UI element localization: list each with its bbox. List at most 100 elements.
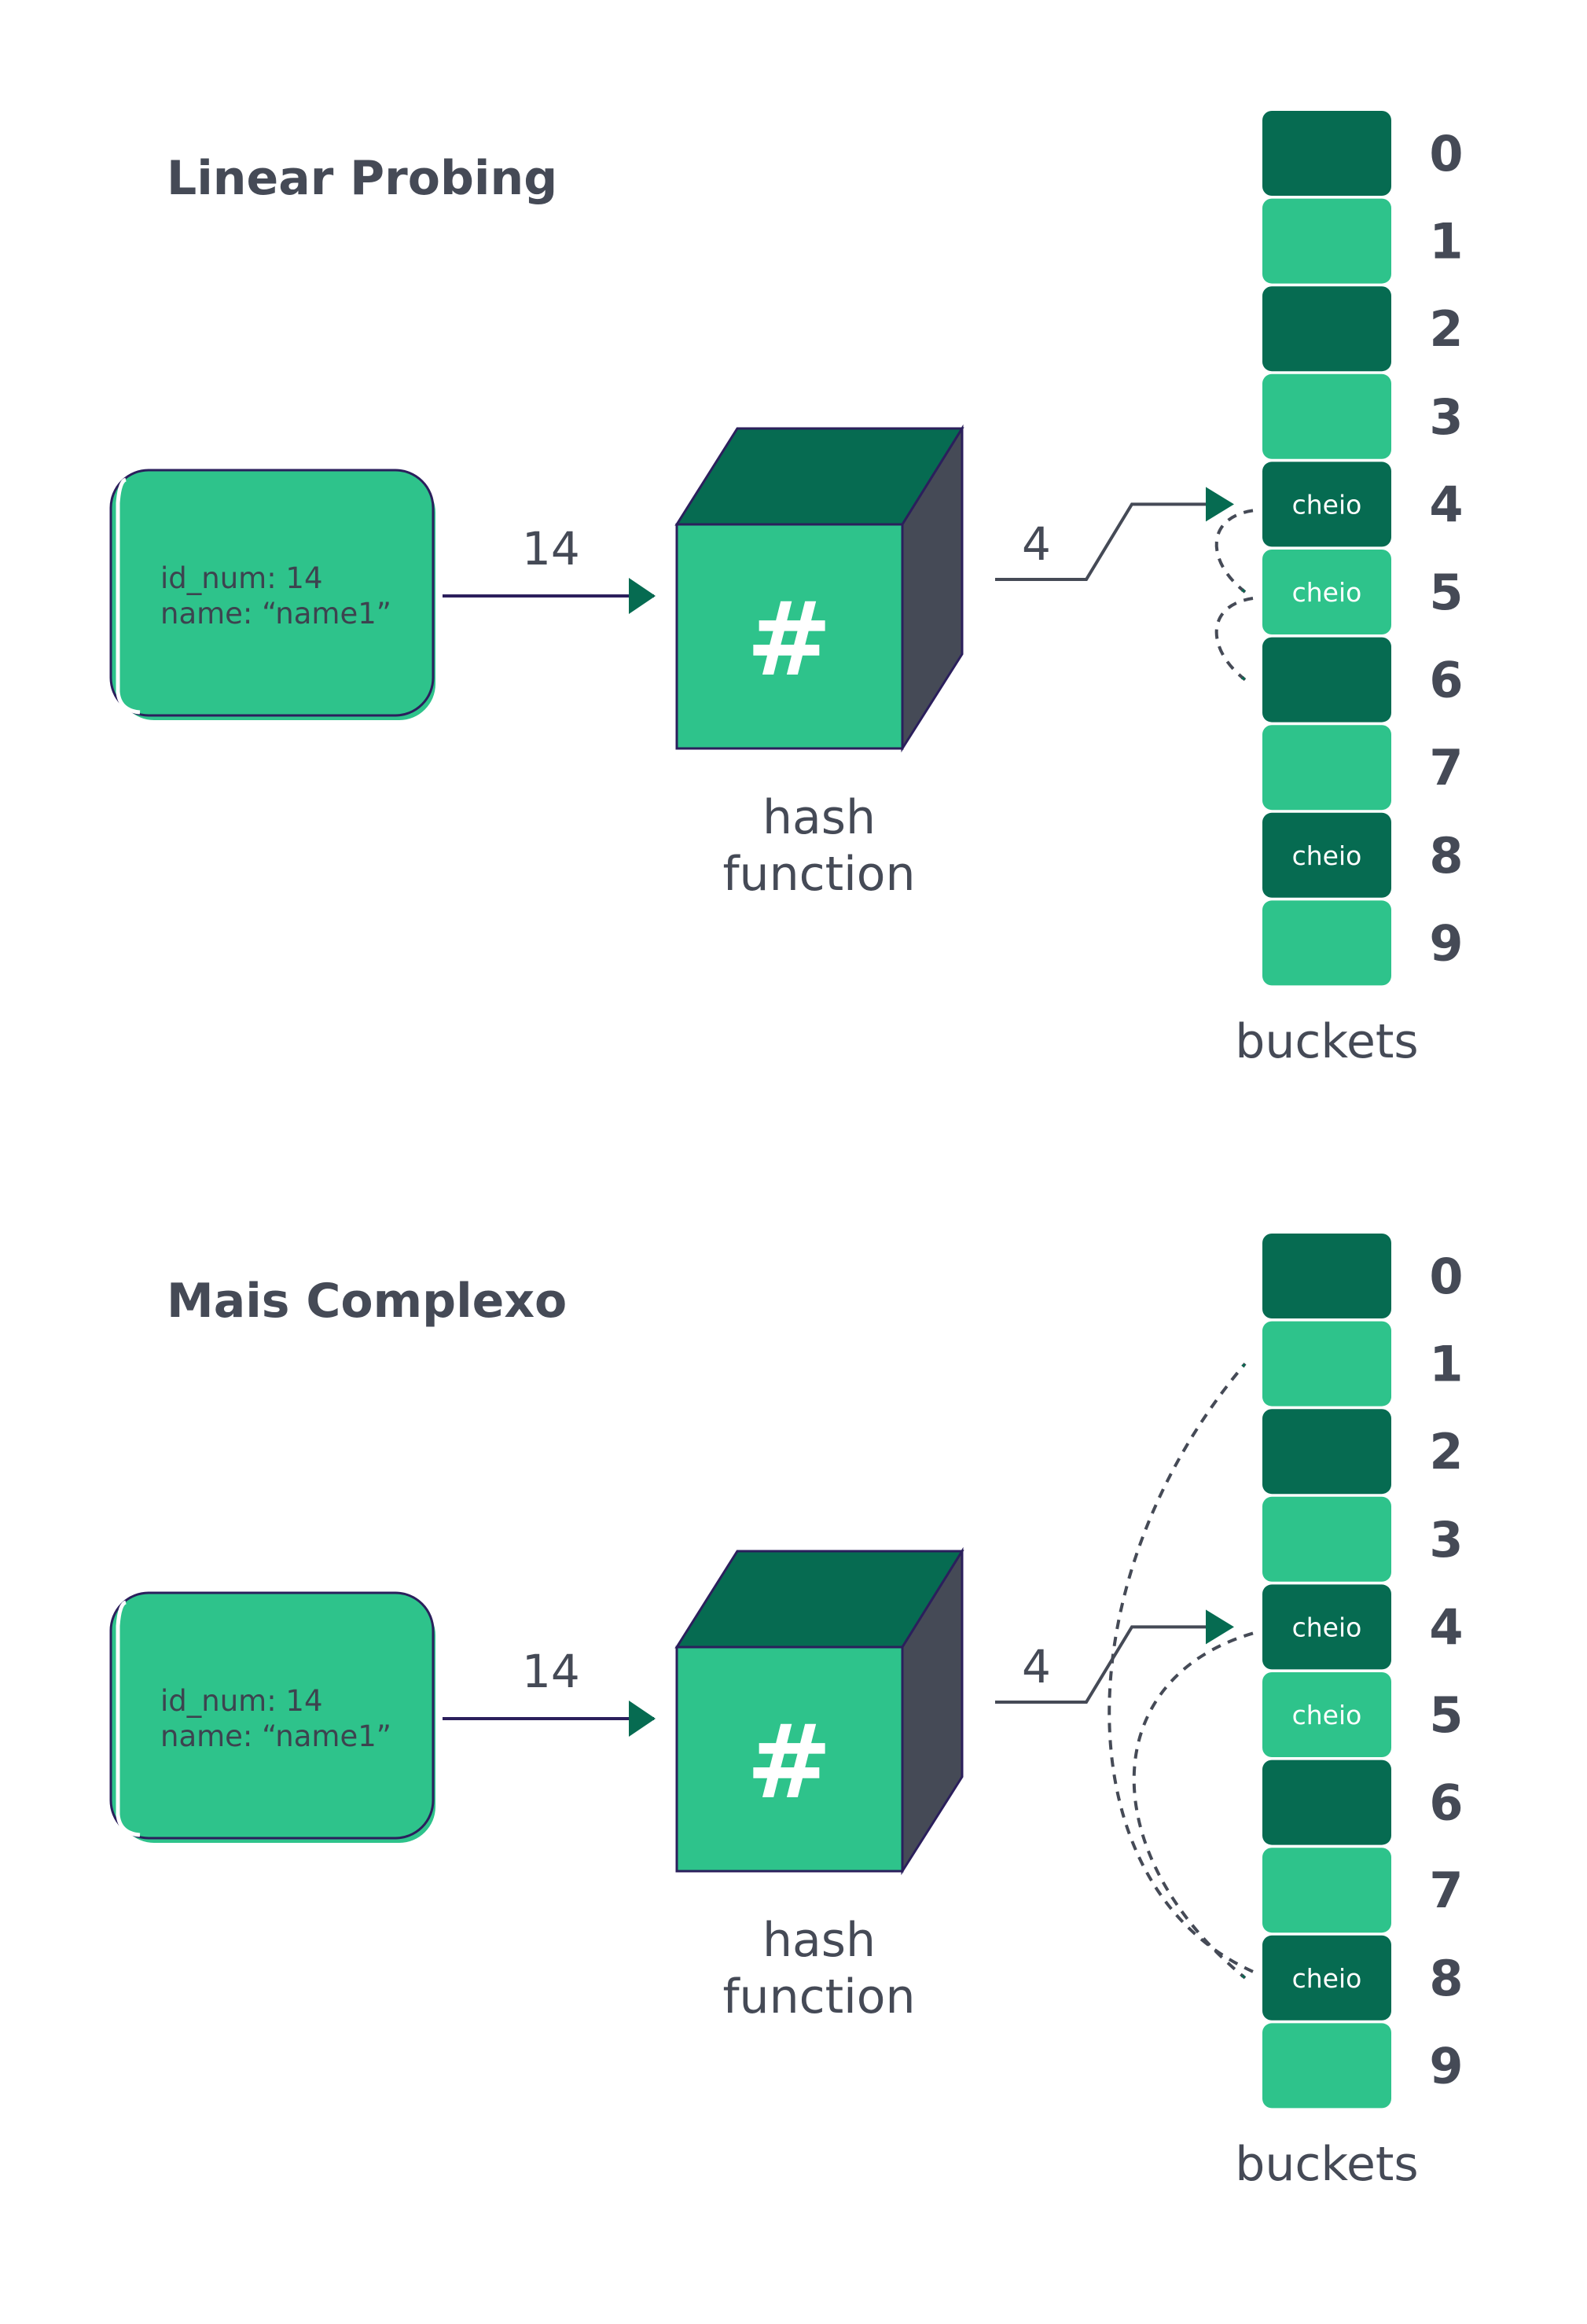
record-name: name: “name1”	[160, 597, 391, 631]
bucket-4: cheio 4	[1262, 461, 1464, 547]
hash-caption-line2: function	[722, 1969, 915, 2024]
hash-function-cube: #	[674, 1546, 964, 1876]
bucket-cell	[1262, 373, 1391, 459]
bucket-status: cheio	[1292, 1612, 1362, 1642]
bucket-status: cheio	[1292, 840, 1362, 871]
bucket-3: 3	[1262, 373, 1464, 459]
probe-arrow-5-to-6	[1214, 597, 1254, 682]
diagram-title: Mais Complexo	[167, 1274, 567, 1329]
index-arrow-line	[995, 1625, 1210, 1704]
record-card	[109, 1591, 435, 1840]
hash-caption-line1: hash	[762, 1913, 876, 1968]
bucket-index: 9	[1429, 914, 1463, 972]
key-arrow-head	[629, 1701, 656, 1737]
bucket-index: 6	[1429, 652, 1463, 709]
record-card-highlight	[116, 1600, 141, 1837]
bucket-index: 3	[1429, 1511, 1463, 1568]
bucket-cell	[1262, 1760, 1391, 1845]
bucket-4: cheio 4	[1262, 1584, 1464, 1670]
hash-function-cube: #	[674, 424, 964, 753]
bucket-status: cheio	[1292, 1963, 1362, 1994]
bucket-index: 5	[1429, 1686, 1463, 1744]
bucket-index: 9	[1429, 2037, 1463, 2094]
index-label: 4	[1022, 517, 1051, 571]
bucket-5: cheio 5	[1262, 1672, 1464, 1757]
hash-caption-line1: hash	[762, 790, 876, 845]
bucket-status: cheio	[1292, 577, 1362, 608]
probe-arrow-4-to-5	[1214, 509, 1254, 594]
bucket-index: 6	[1429, 1774, 1463, 1832]
bucket-cell	[1262, 198, 1391, 284]
bucket-cell	[1262, 2023, 1391, 2109]
record-id-num: id_num: 14	[160, 1684, 323, 1718]
bucket-cell	[1262, 1409, 1391, 1495]
bucket-index: 2	[1429, 1423, 1463, 1480]
bucket-1: 1	[1262, 198, 1464, 284]
key-arrow-head	[629, 578, 656, 614]
bucket-cell	[1262, 286, 1391, 372]
bucket-6: 6	[1262, 1760, 1464, 1845]
bucket-7: 7	[1262, 1848, 1464, 1933]
bucket-index: 0	[1429, 1248, 1463, 1305]
bucket-status: cheio	[1292, 1700, 1362, 1730]
bucket-cell	[1262, 111, 1391, 196]
hash-caption-line2: function	[722, 847, 915, 902]
bucket-3: 3	[1262, 1496, 1464, 1582]
bucket-index: 3	[1429, 388, 1463, 446]
bucket-cell	[1262, 1234, 1391, 1318]
bucket-cell	[1262, 1321, 1391, 1407]
bucket-index: 1	[1429, 1336, 1463, 1393]
bucket-cell	[1262, 1848, 1391, 1933]
key-label: 14	[522, 522, 580, 575]
buckets-caption: buckets	[1235, 1014, 1418, 1069]
bucket-index: 5	[1429, 564, 1463, 621]
probe-arrow-8-to-1	[1108, 1362, 1254, 1973]
bucket-0: 0	[1262, 1234, 1464, 1318]
bucket-cell	[1262, 461, 1391, 547]
cube-front-face	[675, 1646, 904, 1873]
bucket-index: 8	[1429, 1950, 1463, 2007]
hash-icon: #	[747, 579, 832, 699]
index-arrow-head	[1206, 1609, 1234, 1645]
bucket-index: 4	[1429, 1598, 1463, 1656]
record-card	[109, 469, 435, 717]
bucket-index: 7	[1429, 739, 1463, 796]
buckets-caption: buckets	[1235, 2137, 1418, 2192]
buckets-column: 0 1 2 3 cheio 4 cheio 5 6 7 cheio 8 9	[1262, 1234, 1464, 2109]
index-label: 4	[1022, 1640, 1051, 1693]
bucket-index: 1	[1429, 213, 1463, 270]
bucket-6: 6	[1262, 637, 1464, 723]
probe-arrow-4-to-8	[1132, 1631, 1254, 1980]
key-label: 14	[522, 1645, 580, 1698]
bucket-status: cheio	[1292, 489, 1362, 520]
bucket-8: cheio 8	[1262, 1935, 1464, 2021]
record-id-num: id_num: 14	[160, 561, 323, 595]
bucket-index: 7	[1429, 1862, 1463, 1919]
bucket-index: 4	[1429, 476, 1463, 533]
index-arrow-head	[1206, 487, 1234, 522]
bucket-2: 2	[1262, 286, 1464, 372]
bucket-0: 0	[1262, 111, 1464, 196]
bucket-cell	[1262, 900, 1391, 986]
record-name: name: “name1”	[160, 1719, 391, 1753]
bucket-cell	[1262, 725, 1391, 811]
bucket-cell	[1262, 1672, 1391, 1757]
bucket-cell	[1262, 1496, 1391, 1582]
record-card-highlight	[116, 477, 141, 715]
bucket-1: 1	[1262, 1321, 1464, 1407]
cube-front-face	[675, 523, 904, 750]
bucket-cell	[1262, 637, 1391, 723]
bucket-2: 2	[1262, 1409, 1464, 1495]
bucket-cell	[1262, 550, 1391, 634]
bucket-7: 7	[1262, 725, 1464, 811]
bucket-9: 9	[1262, 900, 1464, 986]
bucket-cell	[1262, 1584, 1391, 1670]
bucket-9: 9	[1262, 2023, 1464, 2109]
diagram-title: Linear Probing	[167, 151, 557, 206]
bucket-cell	[1262, 1935, 1391, 2021]
